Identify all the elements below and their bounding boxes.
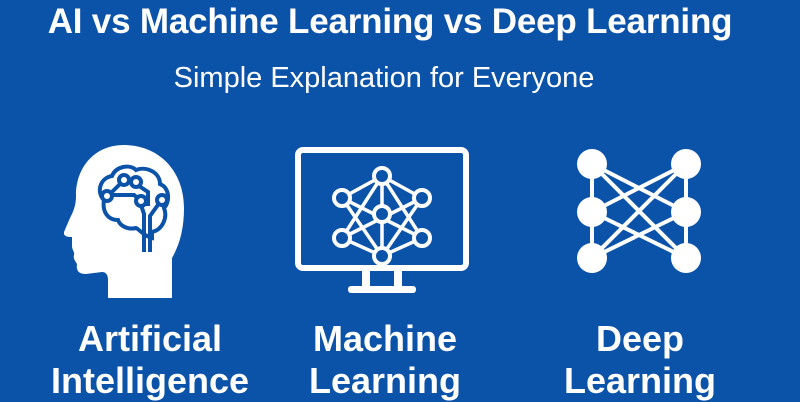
label-line-1: Artificial bbox=[77, 318, 223, 359]
label-line-2: Learning bbox=[308, 360, 461, 401]
label-line-2: Learning bbox=[563, 360, 716, 401]
label-line-1: Deep bbox=[595, 318, 685, 359]
page-subtitle: Simple Explanation for Everyone bbox=[173, 62, 595, 94]
label-machine-learning: Machine Learning bbox=[285, 318, 485, 402]
page-title: AI vs Machine Learning vs Deep Learning bbox=[47, 2, 733, 41]
label-line-1: Machine bbox=[312, 318, 458, 359]
label-artificial-intelligence: Artificial Intelligence bbox=[40, 318, 260, 402]
label-line-2: Intelligence bbox=[50, 360, 250, 401]
head-brain-circuit-icon bbox=[64, 140, 184, 300]
monitor-neural-network-icon bbox=[294, 146, 470, 298]
label-deep-learning: Deep Learning bbox=[540, 318, 740, 402]
neural-network-icon bbox=[576, 146, 706, 280]
